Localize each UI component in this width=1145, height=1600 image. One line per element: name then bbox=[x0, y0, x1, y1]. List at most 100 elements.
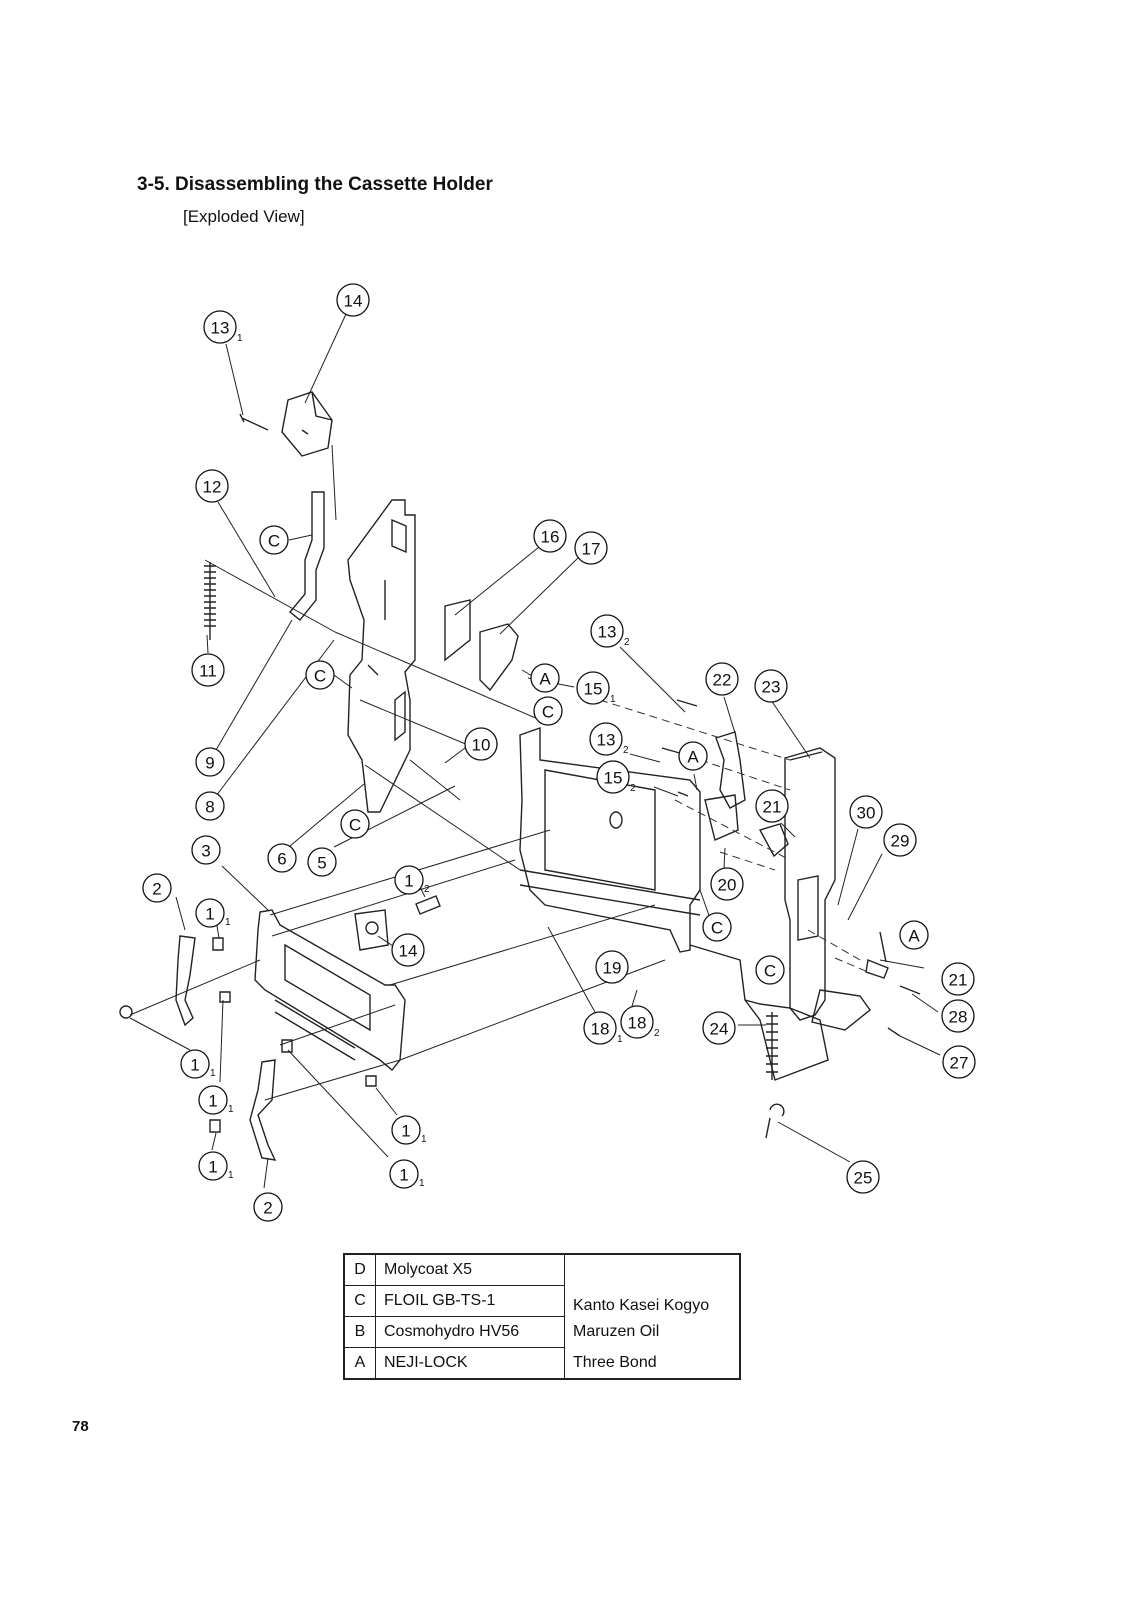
callout-subscript: 1 bbox=[419, 1178, 425, 1189]
callout-subscript: 2 bbox=[623, 745, 629, 756]
callout-22: 22 bbox=[705, 662, 739, 696]
legend-material: Cosmohydro HV56 bbox=[375, 1315, 565, 1348]
callout-circle bbox=[394, 865, 424, 895]
callout-circle bbox=[180, 1049, 210, 1079]
motor-part bbox=[281, 391, 333, 457]
callout-number: 14 bbox=[344, 292, 363, 311]
callout-circle bbox=[755, 789, 789, 823]
callout-circle bbox=[198, 1085, 228, 1115]
callout-subscript: 2 bbox=[654, 1028, 660, 1039]
callout-2: 2 bbox=[142, 873, 172, 903]
callout-circle bbox=[305, 660, 335, 690]
callout-number: A bbox=[539, 670, 551, 689]
callout-14: 14 bbox=[391, 933, 425, 967]
legend-row: D Molycoat X5 Kanto Kasei Kogyo bbox=[343, 1253, 741, 1317]
callout-number: 27 bbox=[950, 1054, 969, 1073]
callout-A: A bbox=[899, 920, 929, 950]
callout-13-1: 131 bbox=[203, 310, 243, 344]
callout-circle bbox=[583, 1011, 617, 1045]
callout-number: 1 bbox=[208, 1158, 217, 1177]
legend-maker: Maruzen Oil bbox=[564, 1316, 741, 1348]
callout-12: 12 bbox=[195, 469, 229, 503]
callout-circle bbox=[710, 867, 744, 901]
callout-subscript: 1 bbox=[617, 1034, 623, 1045]
callout-28: 28 bbox=[941, 999, 975, 1033]
callout-circle bbox=[389, 1159, 419, 1189]
callout-18-2: 182 bbox=[620, 1005, 660, 1039]
callout-21: 21 bbox=[941, 962, 975, 996]
callout-circle bbox=[574, 531, 608, 565]
callout-number: 15 bbox=[604, 769, 623, 788]
callout-circle bbox=[198, 1151, 228, 1181]
callout-circle bbox=[340, 809, 370, 839]
callout-number: 1 bbox=[208, 1092, 217, 1111]
slider-arm bbox=[289, 491, 325, 621]
callout-subscript: 1 bbox=[421, 1134, 427, 1145]
callout-circle bbox=[195, 791, 225, 821]
callout-number: 21 bbox=[763, 798, 782, 817]
callout-circle bbox=[702, 1011, 736, 1045]
callout-subscript: 1 bbox=[610, 694, 616, 705]
callout-circle bbox=[899, 920, 929, 950]
callout-16: 16 bbox=[533, 519, 567, 553]
legend-code: D bbox=[343, 1253, 376, 1287]
callout-C: C bbox=[702, 912, 732, 942]
section-title: 3-5. Disassembling the Cassette Holder bbox=[137, 174, 493, 195]
left-arm-lower bbox=[249, 1059, 277, 1161]
lubricant-legend-table: D Molycoat X5 Kanto Kasei Kogyo C FLOIL … bbox=[343, 1253, 741, 1380]
callout-30: 30 bbox=[849, 795, 883, 829]
callout-circle bbox=[705, 662, 739, 696]
callout-circle bbox=[883, 823, 917, 857]
callout-number: C bbox=[314, 667, 326, 686]
callout-circle bbox=[755, 955, 785, 985]
callout-circle bbox=[253, 1192, 283, 1222]
page-number: 78 bbox=[72, 1418, 89, 1435]
callout-number: 30 bbox=[857, 804, 876, 823]
callout-circle bbox=[754, 669, 788, 703]
callout-13-2: 132 bbox=[589, 722, 629, 756]
callout-20: 20 bbox=[710, 867, 744, 901]
callout-number: 29 bbox=[891, 832, 910, 851]
callout-25: 25 bbox=[846, 1160, 880, 1194]
callout-circle bbox=[533, 519, 567, 553]
callout-subscript: 1 bbox=[225, 917, 231, 928]
callout-circle bbox=[941, 999, 975, 1033]
callout-C: C bbox=[340, 809, 370, 839]
callout-number: 10 bbox=[472, 736, 491, 755]
callout-leaders bbox=[129, 313, 941, 1189]
legend-code: B bbox=[343, 1315, 376, 1348]
spring-24 bbox=[766, 1012, 778, 1080]
callout-27: 27 bbox=[942, 1045, 976, 1079]
callout-C: C bbox=[533, 696, 563, 726]
callout-circle bbox=[589, 722, 623, 756]
lower-right-plate bbox=[689, 944, 829, 1081]
callout-number: 18 bbox=[591, 1020, 610, 1039]
callout-number: 1 bbox=[190, 1056, 199, 1075]
center-frame bbox=[519, 727, 701, 953]
callout-number: C bbox=[268, 532, 280, 551]
callout-circle bbox=[267, 843, 297, 873]
callout-number: 6 bbox=[277, 850, 286, 869]
callout-number: 22 bbox=[713, 671, 732, 690]
callout-circle bbox=[590, 614, 624, 648]
gear-bracket bbox=[444, 599, 519, 692]
callout-circle bbox=[702, 912, 732, 942]
callout-number: C bbox=[764, 962, 776, 981]
callout-number: 25 bbox=[854, 1169, 873, 1188]
legend-code: C bbox=[343, 1285, 376, 1317]
callout-number: 5 bbox=[317, 854, 326, 873]
callout-circle bbox=[336, 283, 370, 317]
callout-subscript: 1 bbox=[210, 1068, 216, 1079]
callout-15-1: 151 bbox=[576, 671, 616, 705]
callout-number: 13 bbox=[598, 623, 617, 642]
diagram-subtitle: [Exploded View] bbox=[183, 207, 305, 226]
callout-circle bbox=[259, 525, 289, 555]
callout-number: A bbox=[908, 927, 920, 946]
callout-number: C bbox=[711, 919, 723, 938]
callout-C: C bbox=[259, 525, 289, 555]
